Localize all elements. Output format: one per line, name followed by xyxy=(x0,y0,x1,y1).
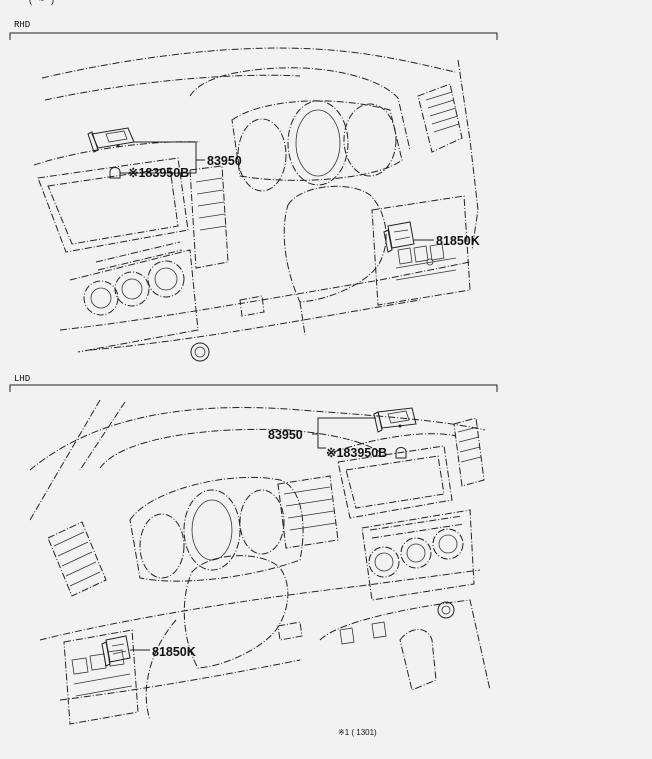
section-bracket-rhd xyxy=(9,32,498,40)
header-fragment: ( ~ ) xyxy=(28,0,55,6)
unit-81850k-rhd xyxy=(383,221,415,253)
section-label-lhd: LHD xyxy=(14,374,30,384)
part-83950-lhd: 83950 xyxy=(268,428,303,442)
part-81850k-lhd: 81850K xyxy=(152,645,196,659)
bulb-83950b-rhd xyxy=(109,167,121,179)
switch-83950-lhd xyxy=(373,407,417,433)
section-lhd: LHD xyxy=(9,374,498,725)
dashboard-drawing-rhd xyxy=(33,47,479,362)
switch-83950-rhd xyxy=(87,127,135,153)
footnote: ※1 ( 1301) xyxy=(338,728,377,737)
leader-83950-rhd xyxy=(120,141,205,174)
bulb-83950b-lhd xyxy=(395,447,407,459)
dashboard-drawing-lhd xyxy=(29,399,491,725)
part-83950-rhd: 83950 xyxy=(207,154,242,168)
unit-81850k-lhd xyxy=(101,635,131,667)
part-83950b-rhd: ※183950B xyxy=(128,166,189,180)
part-81850k-rhd: 81850K xyxy=(436,234,480,248)
section-label-rhd: RHD xyxy=(14,20,30,30)
leader-83950-lhd xyxy=(312,417,376,449)
part-83950b-lhd: ※183950B xyxy=(326,446,387,460)
section-rhd: RHD xyxy=(9,20,498,362)
section-bracket-lhd xyxy=(9,384,498,392)
